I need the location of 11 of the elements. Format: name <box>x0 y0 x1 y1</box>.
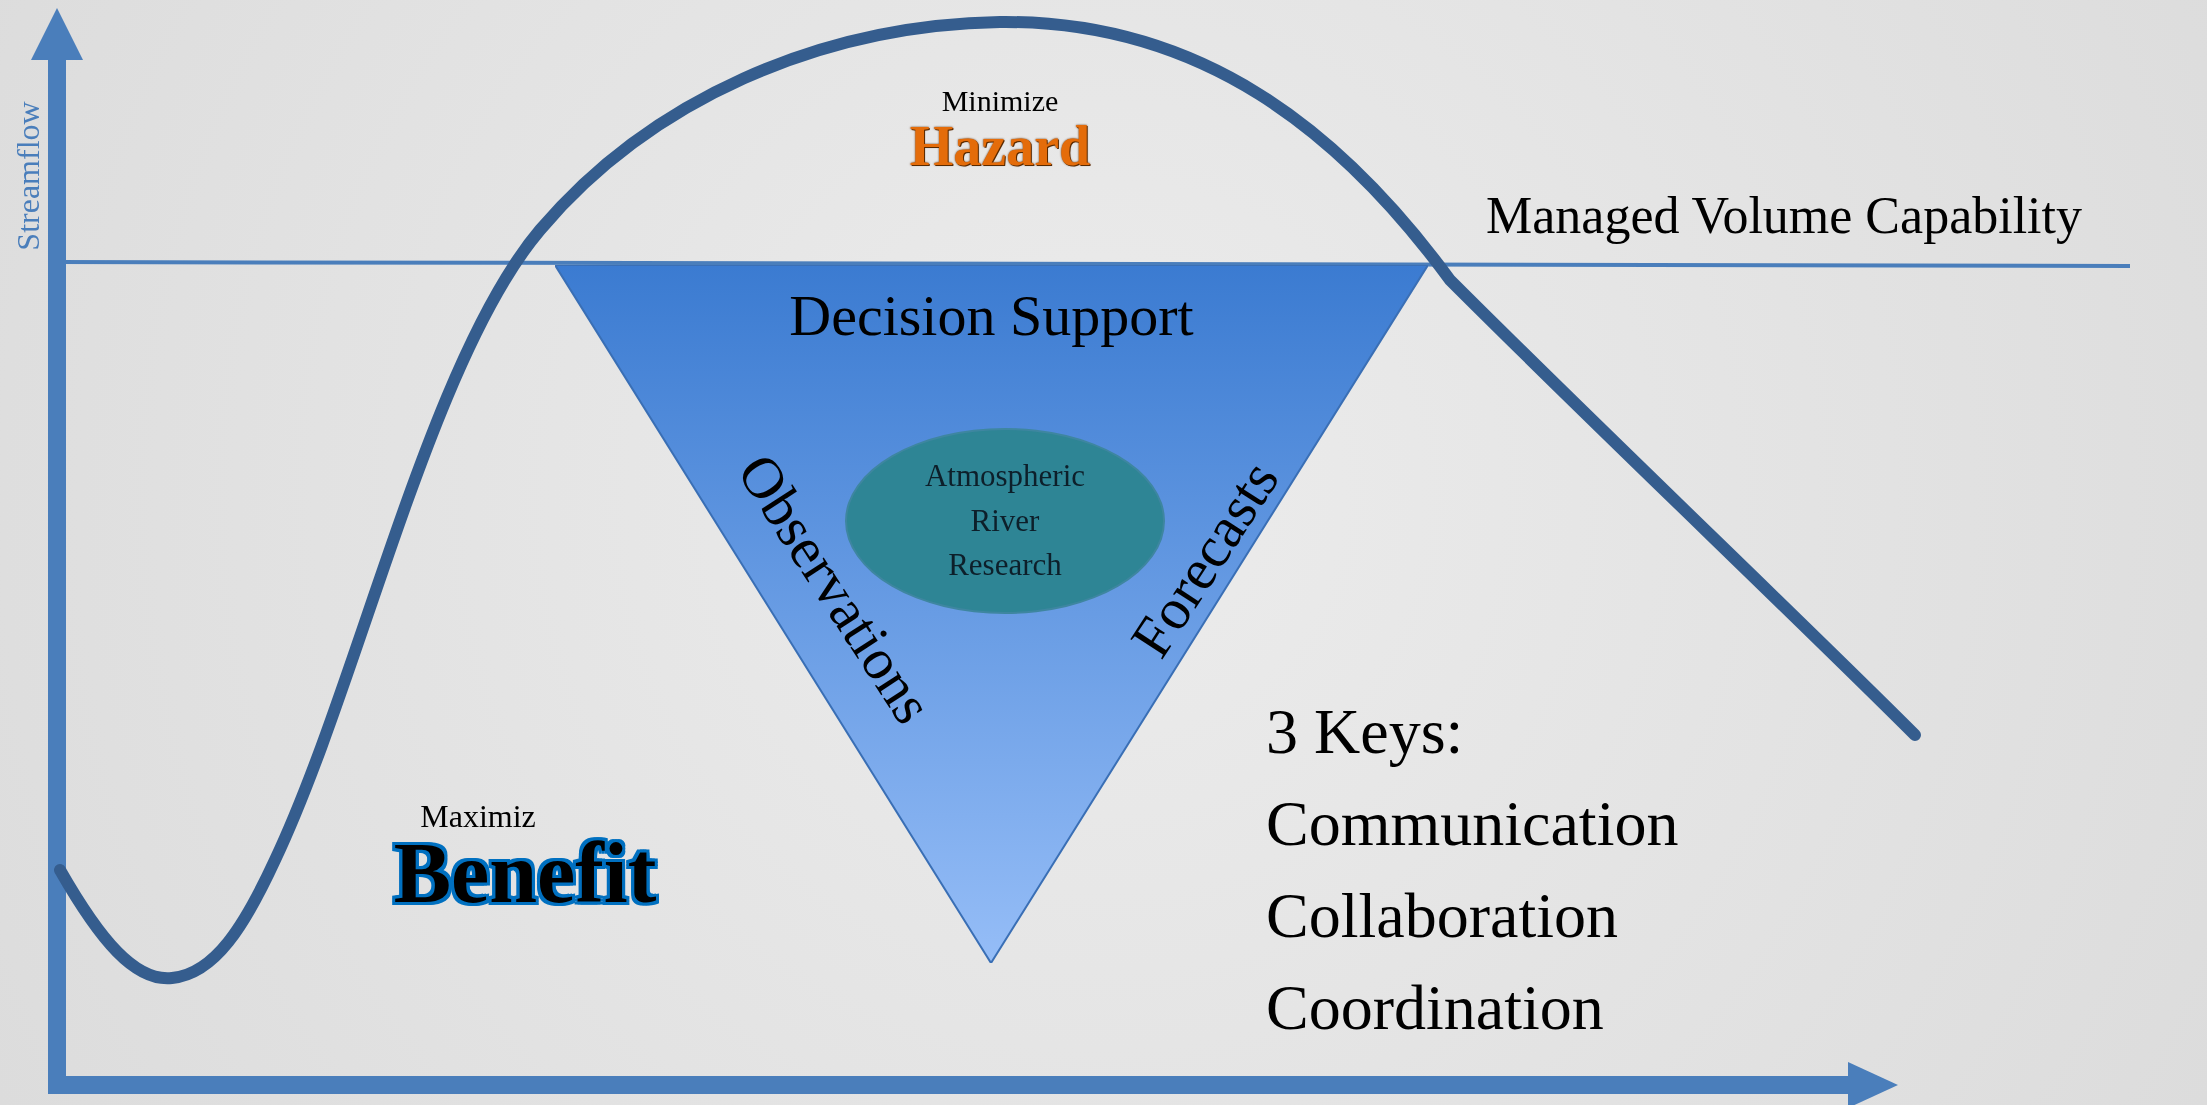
caption-text: Maximiz <box>419 800 537 832</box>
heading-text: Benefit <box>392 830 658 916</box>
heading-text: Hazard <box>908 118 1092 174</box>
list-item: Coordination <box>1266 976 1604 1040</box>
list-item: Collaboration <box>1266 884 1618 948</box>
list-item: Communication <box>1266 792 1679 856</box>
node-text: Atmospheric River Research <box>923 456 1087 585</box>
triangle-heading: Decision Support <box>788 287 1195 345</box>
caption-text: Minimize <box>940 86 1060 116</box>
threshold-label: Managed Volume Capability <box>1486 190 2082 242</box>
axis-label: Streamflow <box>12 100 44 253</box>
